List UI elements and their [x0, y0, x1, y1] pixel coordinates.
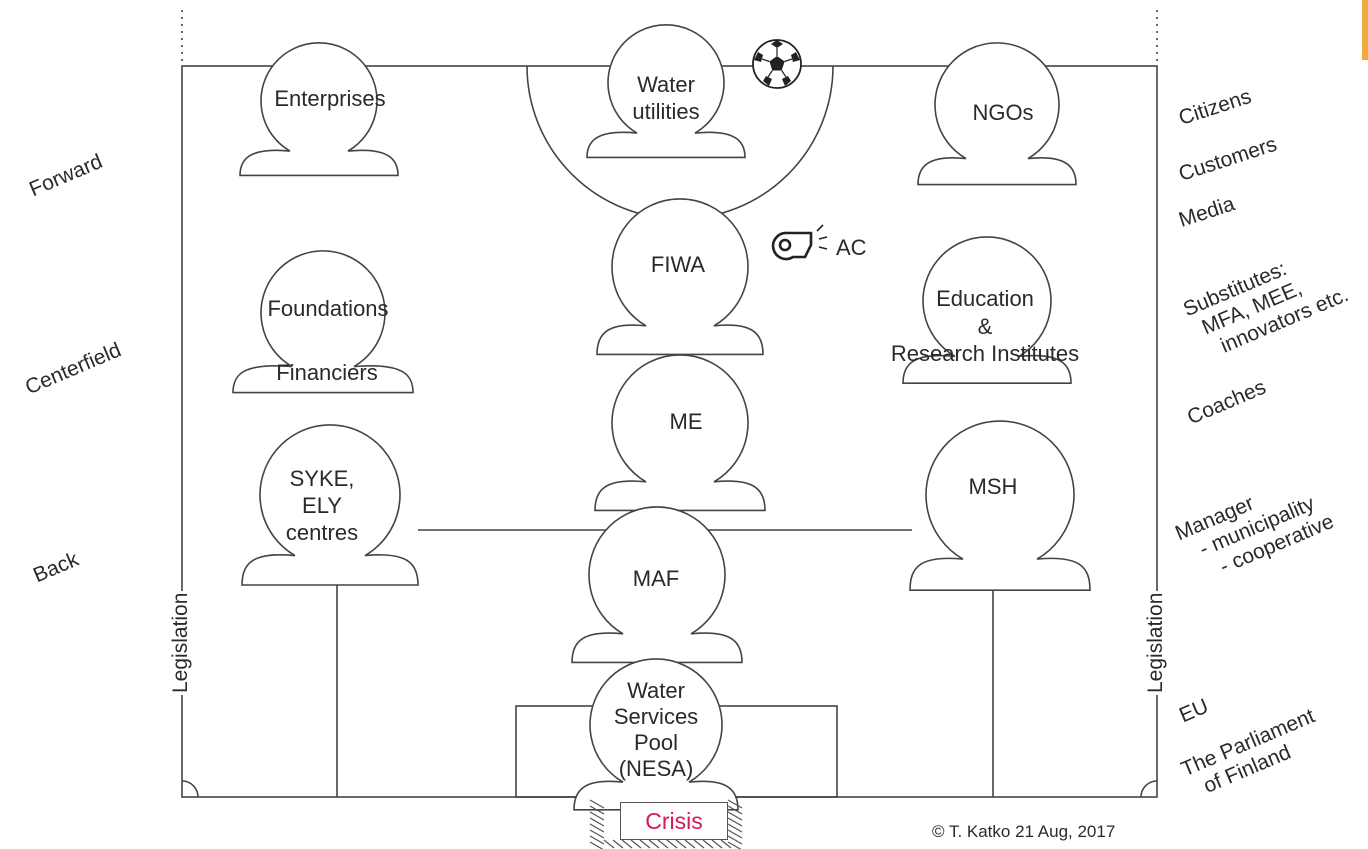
hatch-stroke-26	[693, 839, 705, 849]
goalkeeper-shape	[573, 658, 739, 811]
player-msh: MSH	[968, 474, 1018, 499]
hatch-stroke-3	[727, 805, 743, 815]
hatch-stroke-29	[720, 839, 732, 849]
msh-shape	[909, 420, 1091, 591]
player-fiwa: FIWA	[650, 252, 706, 277]
player-financiers: Financiers	[276, 360, 378, 385]
hatch-stroke-12	[589, 835, 605, 845]
player-me: ME	[669, 409, 703, 434]
hatch-stroke-0	[589, 799, 605, 809]
maf-shape	[571, 506, 743, 664]
player-foundations: Foundations	[267, 296, 389, 321]
player-water-utilities-line-2: utilities	[632, 98, 700, 124]
player-maf: MAF	[632, 566, 680, 591]
crisis-hatch	[589, 799, 743, 849]
whistle-icon	[771, 224, 828, 261]
hatch-stroke-21	[648, 839, 660, 849]
syke-shape	[241, 424, 419, 586]
copyright-note: © T. Katko 21 Aug, 2017	[932, 822, 1116, 841]
hatch-stroke-22	[657, 839, 669, 849]
hatch-stroke-7	[727, 817, 743, 827]
hatch-stroke-27	[702, 839, 714, 849]
player-education-line-2: &	[977, 313, 993, 339]
player-goalkeeper-line-1: Water	[627, 678, 685, 703]
foundations-shape	[232, 250, 414, 394]
hatch-stroke-24	[675, 839, 687, 849]
corner-arc-right	[1140, 780, 1158, 798]
player-water-utilities-line-1: Water	[637, 72, 695, 97]
hatch-stroke-9	[727, 823, 743, 833]
hatch-stroke-20	[639, 839, 651, 849]
me-shape	[594, 354, 766, 512]
player-goalkeeper-line-3: Pool	[633, 729, 679, 755]
legislation-right-label: Legislation	[1144, 590, 1168, 695]
water-utilities-shape	[586, 24, 746, 159]
soccer-ball-icon	[752, 39, 802, 89]
hatch-stroke-28	[711, 839, 723, 849]
education-shape	[902, 236, 1072, 384]
hatch-stroke-13	[727, 835, 743, 845]
hatch-stroke-1	[727, 799, 743, 809]
hatch-stroke-25	[684, 839, 696, 849]
fiwa-shape	[596, 198, 764, 356]
player-syke: SYKE, ELY centres	[286, 466, 358, 546]
legislation-left-label: Legislation	[169, 590, 193, 695]
hatch-stroke-8	[589, 823, 605, 833]
hatch-stroke-11	[727, 829, 743, 839]
player-goalkeeper: Water Services Pool (NESA)	[614, 678, 698, 782]
player-syke-line-2: ELY	[302, 492, 342, 518]
referee-ac: AC	[836, 235, 867, 260]
player-goalkeeper-line-2: Services	[613, 703, 699, 729]
hatch-stroke-18	[621, 839, 633, 849]
player-syke-line-1: SYKE,	[289, 466, 355, 491]
hatch-stroke-17	[612, 839, 624, 849]
crisis-label: Crisis	[620, 802, 728, 840]
hatch-stroke-23	[666, 839, 678, 849]
player-education: Education & Research Institutes	[891, 285, 1079, 368]
player-goalkeeper-line-4: (NESA)	[618, 755, 694, 781]
hatch-stroke-2	[589, 805, 605, 815]
player-education-line-3: Research Institutes	[890, 341, 1080, 367]
hatch-stroke-5	[727, 811, 743, 821]
hatch-stroke-16	[603, 839, 615, 849]
enterprises-shape	[239, 42, 399, 177]
hatch-stroke-10	[589, 829, 605, 839]
player-enterprises: Enterprises	[274, 86, 386, 111]
hatch-stroke-6	[589, 817, 605, 827]
player-syke-line-3: centres	[285, 519, 359, 545]
hatch-stroke-19	[630, 839, 642, 849]
corner-arc-left	[181, 780, 199, 798]
ngos-shape	[917, 42, 1077, 186]
player-ngos: NGOs	[972, 100, 1034, 125]
player-water-utilities: Water utilities	[632, 72, 699, 126]
player-education-line-1: Education	[936, 286, 1034, 311]
hatch-stroke-4	[589, 811, 605, 821]
corner-accent	[1362, 0, 1368, 60]
